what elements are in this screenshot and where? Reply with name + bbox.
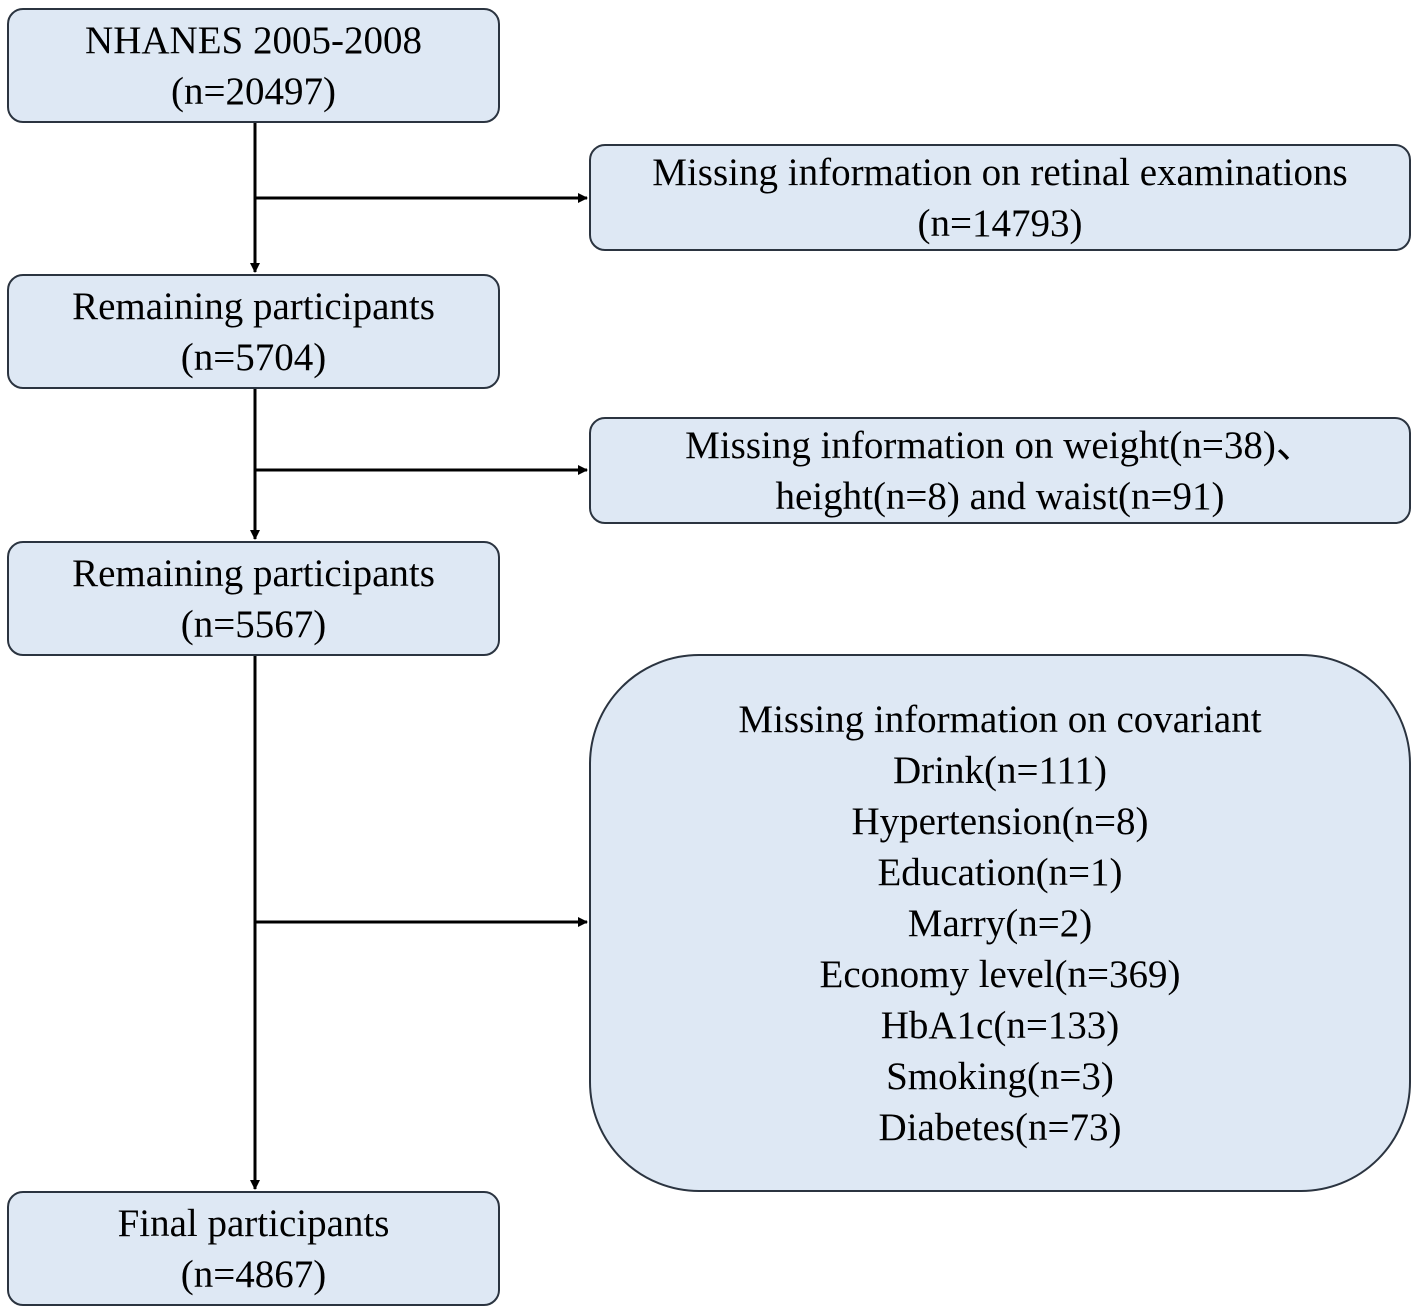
covariate-drink: Drink(n=111) <box>892 748 1108 792</box>
covariate-diabetes: Diabetes(n=73) <box>878 1105 1122 1149</box>
step-count: (n=5704) <box>180 335 327 379</box>
exclusion-title: Missing information on weight(n=38)、 <box>685 423 1315 467</box>
step-box-remaining-2: Remaining participants (n=5567) <box>7 541 500 656</box>
step-title: Remaining participants <box>72 551 435 595</box>
covariate-marry: Marry(n=2) <box>907 901 1093 945</box>
step-count: (n=4867) <box>180 1252 327 1296</box>
step-box-final: Final participants (n=4867) <box>7 1191 500 1306</box>
covariate-hypertension: Hypertension(n=8) <box>851 799 1149 843</box>
step-title: Remaining participants <box>72 284 435 328</box>
exclusion-title: Missing information on covariant <box>738 697 1262 741</box>
covariate-education: Education(n=1) <box>877 850 1123 894</box>
step-title: NHANES 2005-2008 <box>85 18 422 62</box>
exclusion-box-anthropometric: Missing information on weight(n=38)、 hei… <box>589 417 1411 524</box>
step-box-nhanes: NHANES 2005-2008 (n=20497) <box>7 8 500 123</box>
exclusion-box-retinal: Missing information on retinal examinati… <box>589 144 1411 251</box>
step-count: (n=5567) <box>180 602 327 646</box>
exclusion-box-covariates: Missing information on covariant Drink(n… <box>589 654 1411 1192</box>
covariate-economy-level: Economy level(n=369) <box>819 952 1181 996</box>
exclusion-detail: height(n=8) and waist(n=91) <box>775 474 1225 518</box>
step-title: Final participants <box>117 1201 390 1245</box>
exclusion-count: (n=14793) <box>917 201 1083 245</box>
covariate-hba1c: HbA1c(n=133) <box>880 1003 1120 1047</box>
exclusion-title: Missing information on retinal examinati… <box>652 150 1348 194</box>
covariate-smoking: Smoking(n=3) <box>886 1054 1114 1098</box>
step-box-remaining-1: Remaining participants (n=5704) <box>7 274 500 389</box>
step-count: (n=20497) <box>171 69 336 113</box>
